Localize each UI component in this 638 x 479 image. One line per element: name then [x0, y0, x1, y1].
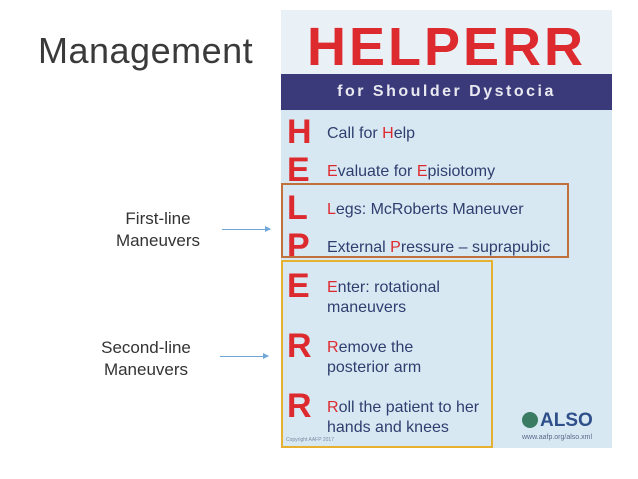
slide-title: Management: [38, 30, 254, 71]
row-letter: R: [287, 387, 312, 425]
second-line-maneuvers-box: [281, 260, 493, 448]
first-line-label-line2: Maneuvers: [115, 231, 201, 250]
row-letter: L: [287, 189, 308, 227]
row-letter: H: [287, 113, 312, 151]
also-logo: ALSO: [522, 410, 593, 432]
row-letter: R: [287, 327, 312, 365]
also-logo-icon: [522, 412, 538, 428]
row-text: Evaluate for Episiotomy: [327, 163, 496, 180]
row-text: Call for Help: [327, 125, 416, 142]
second-line-label-line1: Second-line: [101, 338, 191, 357]
poster-header-bg: [281, 10, 612, 82]
row-letter: E: [287, 267, 310, 305]
helperr-poster: HELPERR for Shoulder Dystocia H Call for…: [281, 10, 612, 448]
second-line-label: Second-line Maneuvers: [81, 337, 211, 381]
poster-copyright: Copyright AAFP 2017: [286, 437, 334, 443]
poster-subtitle: for Shoulder Dystocia: [281, 74, 612, 110]
first-line-maneuvers-box: [281, 183, 569, 258]
first-line-label: First-line Maneuvers: [93, 208, 223, 252]
row-text: Legs: McRoberts Maneuver: [327, 201, 524, 218]
also-url: www.aafp.org/also.xml: [522, 434, 593, 441]
first-line-label-line1: First-line: [125, 209, 191, 228]
row-letter: E: [287, 151, 310, 189]
second-line-arrow: [220, 353, 269, 359]
second-line-label-line2: Maneuvers: [103, 360, 189, 379]
first-line-arrow: [222, 226, 271, 232]
row-letter: P: [287, 227, 310, 265]
poster-title: HELPERR: [306, 17, 587, 77]
row-text: External Pressure – suprapubic: [327, 239, 551, 256]
